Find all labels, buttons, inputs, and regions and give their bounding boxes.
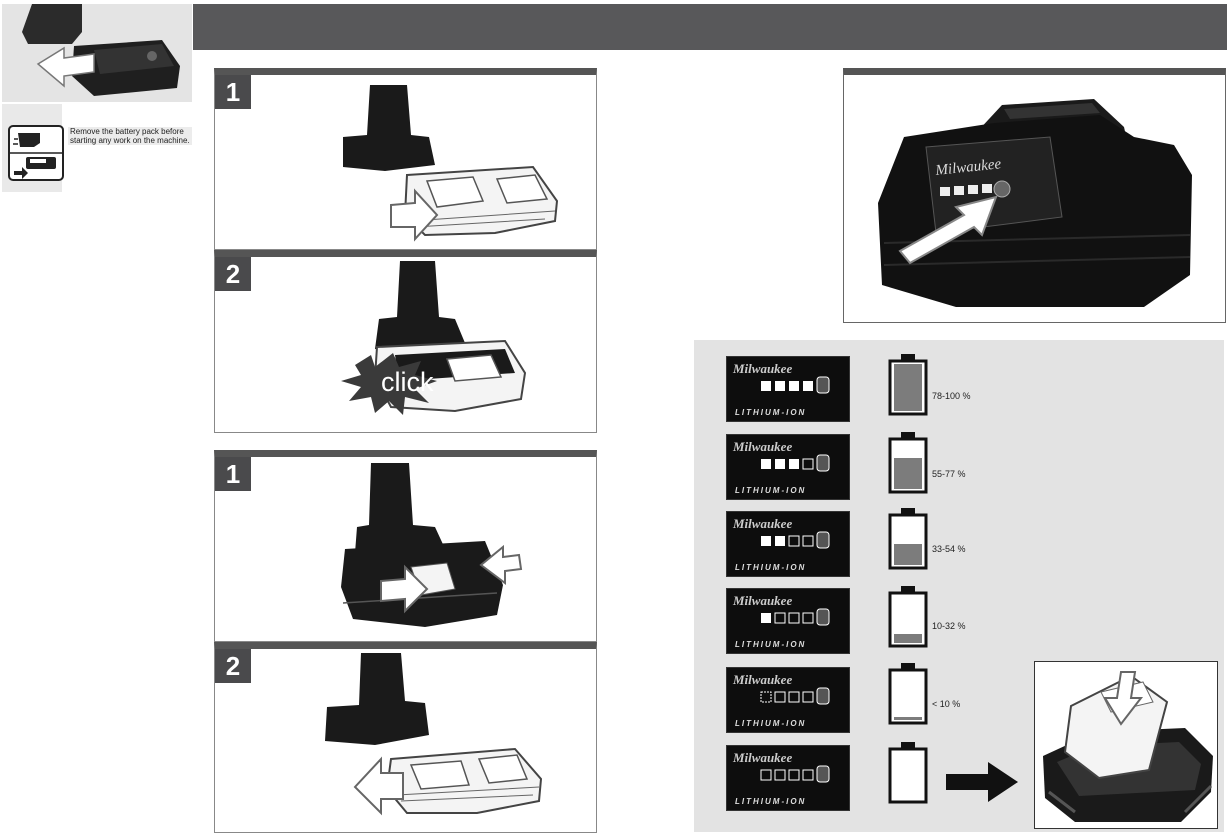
svg-text:Milwaukee: Milwaukee [732,361,792,376]
battery-charge-fill [894,544,922,565]
step-panel-insert-1: 1 [214,68,597,250]
charge-percent-label: 55-77 % [932,469,966,479]
battery-cap [901,432,915,439]
battery-level-icon [888,432,928,494]
battery-charge-fill [894,364,922,411]
battery-label-plate: Milwaukee LITHIUM-ION [726,434,850,500]
svg-text:LITHIUM-ION: LITHIUM-ION [735,563,806,572]
battery-cap [901,354,915,361]
charger-illustration [1034,661,1218,829]
battery-charge-fill [894,458,922,489]
battery-level-icon [888,742,928,804]
drill-remove-illustration [325,653,543,816]
battery-label-plate: Milwaukee LITHIUM-ION [726,511,850,577]
charge-percent-label: 78-100 % [932,391,971,401]
svg-text:LITHIUM-ION: LITHIUM-ION [735,797,806,806]
battery-cap [901,586,915,593]
step-number: 2 [215,649,251,683]
charge-percent-label: 10-32 % [932,621,966,631]
battery-level-icon [888,354,928,416]
header-bar [193,4,1227,50]
arrow-right-icon [946,762,1018,802]
step-panel-remove-1: 1 [214,450,597,642]
battery-cap [901,663,915,670]
drill-insert-illustration [343,85,559,242]
click-sound-label: click [381,367,434,397]
battery-label-plate: Milwaukee LITHIUM-ION [726,667,850,733]
charge-percent-label: < 10 % [932,699,961,709]
svg-text:Milwaukee: Milwaukee [732,593,792,608]
step-number: 2 [215,257,251,291]
battery-body [888,747,928,804]
step-number: 1 [215,75,251,109]
battery-cap [901,508,915,515]
battery-cap [901,742,915,749]
drill-release-illustration [341,463,523,627]
svg-text:LITHIUM-ION: LITHIUM-ION [735,719,806,728]
battery-charge-fill [894,634,922,643]
svg-text:Milwaukee: Milwaukee [732,750,792,765]
step-panel-remove-2: 2 [214,642,597,833]
step-number: 1 [215,457,251,491]
battery-gauge-button-illustration: Milwaukee [843,68,1226,323]
battery-insert-thumbnail [2,4,192,102]
drill-click-illustration [341,261,527,415]
warning-text: Remove the battery pack before starting … [68,127,192,145]
svg-text:Milwaukee: Milwaukee [732,672,792,687]
battery-label-plate: Milwaukee LITHIUM-ION [726,588,850,654]
charge-percent-label: 33-54 % [932,544,966,554]
battery-level-icon [888,586,928,648]
step-panel-insert-2: click 2 [214,250,597,433]
svg-text:LITHIUM-ION: LITHIUM-ION [735,408,806,417]
svg-text:Milwaukee: Milwaukee [732,439,792,454]
svg-text:LITHIUM-ION: LITHIUM-ION [735,486,806,495]
remove-battery-warning-icon [8,125,64,181]
battery-label-plate: Milwaukee LITHIUM-ION [726,745,850,811]
battery-charge-fill [894,717,922,720]
svg-text:Milwaukee: Milwaukee [732,516,792,531]
warning-notice: Remove the battery pack before starting … [6,125,192,185]
battery-level-icon [888,508,928,570]
brand-logo-text: Milwaukee [934,156,1002,179]
battery-label-plate: Milwaukee LITHIUM-ION [726,356,850,422]
svg-text:LITHIUM-ION: LITHIUM-ION [735,640,806,649]
battery-body [888,668,928,725]
battery-level-icon [888,663,928,725]
